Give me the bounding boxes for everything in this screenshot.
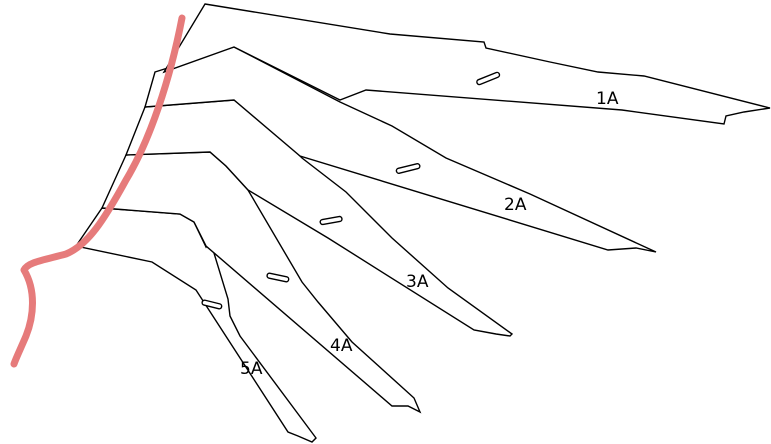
feather-1a-label: 1A [596, 89, 619, 109]
feather-4a-label: 4A [330, 336, 353, 356]
feather-2a: 2A [144, 46, 657, 253]
feather-2a-outline [144, 46, 657, 253]
feather-5a-outline [74, 207, 317, 443]
feather-5a: 5A [74, 207, 317, 443]
feather-1a-slot [476, 71, 501, 86]
feather-5a-slot [201, 299, 223, 310]
wing-leading-edge-stroke [10, 14, 186, 368]
feather-3a: 3A [124, 99, 514, 337]
feather-2a-label: 2A [504, 195, 527, 215]
feather-2a-slot [395, 162, 421, 174]
feather-3a-label: 3A [406, 272, 429, 292]
feather-3a-slot [319, 215, 343, 226]
feather-1a-outline [162, 3, 771, 125]
feather-4a-slot [266, 272, 290, 283]
feather-5a-label: 5A [240, 359, 263, 379]
feather-1a: 1A [162, 3, 771, 125]
